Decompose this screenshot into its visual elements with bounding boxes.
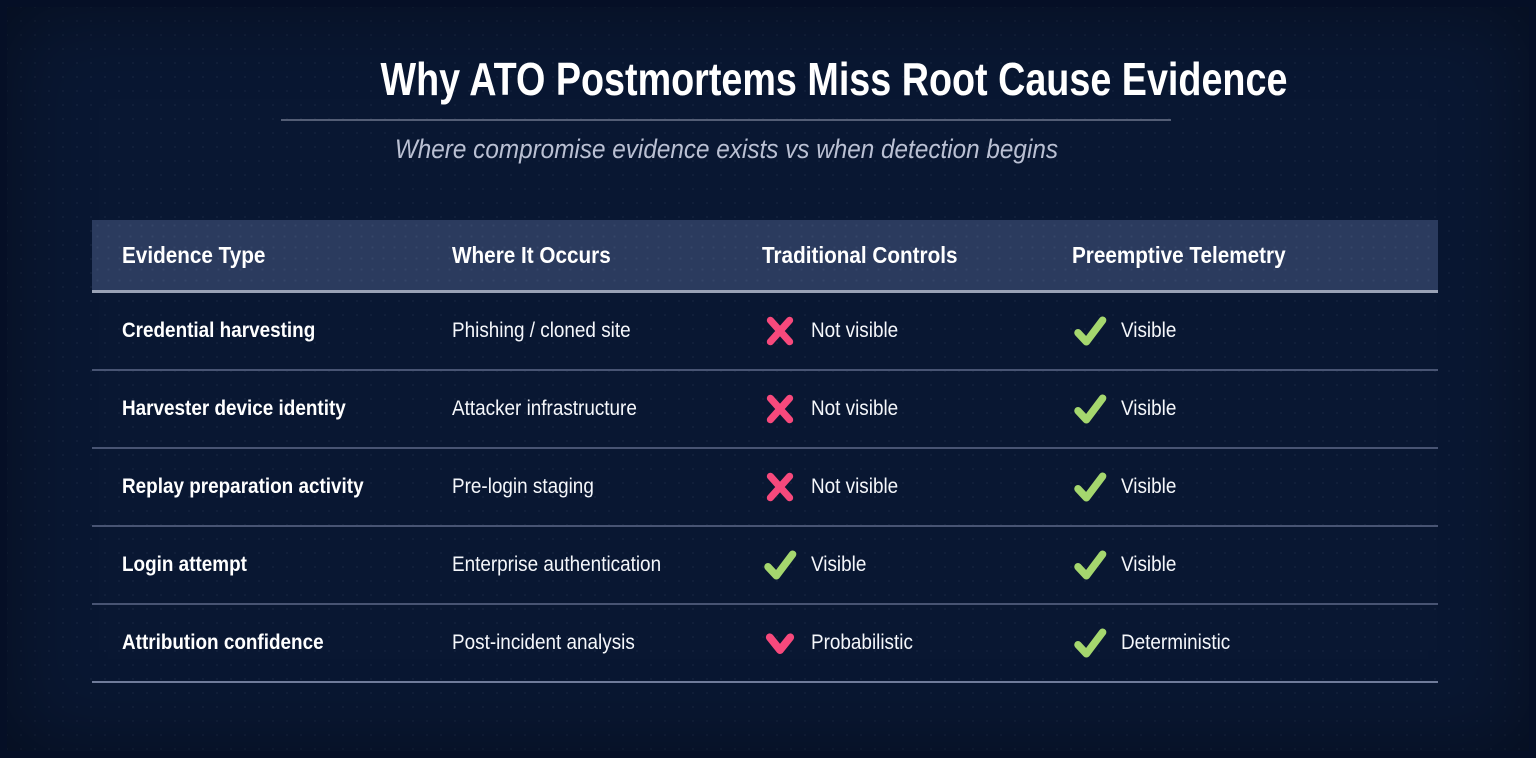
traditional-controls-cell: Probabilistic bbox=[732, 625, 1042, 661]
where-it-occurs-cell: Pre-login staging bbox=[452, 475, 594, 498]
status-label: Visible bbox=[1121, 475, 1177, 498]
status-label: Visible bbox=[811, 553, 867, 576]
status-label: Visible bbox=[1121, 397, 1177, 420]
table-row: Attribution confidence Post-incident ana… bbox=[92, 605, 1438, 683]
evidence-type-cell: Attribution confidence bbox=[122, 631, 324, 654]
where-it-occurs-cell: Enterprise authentication bbox=[452, 553, 662, 576]
preemptive-telemetry-cell: Visible bbox=[1042, 469, 1438, 505]
title-divider bbox=[281, 119, 1171, 121]
table-row: Login attempt Enterprise authentication … bbox=[92, 527, 1438, 605]
status-label: Deterministic bbox=[1121, 631, 1231, 654]
chevron-down-icon bbox=[762, 625, 798, 661]
column-header-where-it-occurs: Where It Occurs bbox=[452, 241, 611, 268]
page-subtitle-text: Where compromise evidence exists vs when… bbox=[394, 134, 1058, 164]
evidence-type-cell: Credential harvesting bbox=[122, 319, 316, 342]
status-label: Visible bbox=[1121, 553, 1177, 576]
traditional-controls-cell: Not visible bbox=[732, 391, 1042, 427]
check-icon bbox=[1072, 547, 1108, 583]
table-row: Harvester device identity Attacker infra… bbox=[92, 371, 1438, 449]
x-icon bbox=[762, 469, 798, 505]
page-title-text: Why ATO Postmortems Miss Root Cause Evid… bbox=[380, 53, 1288, 105]
preemptive-telemetry-cell: Deterministic bbox=[1042, 625, 1438, 661]
preemptive-telemetry-cell: Visible bbox=[1042, 547, 1438, 583]
check-icon bbox=[1072, 469, 1108, 505]
where-it-occurs-cell: Phishing / cloned site bbox=[452, 319, 631, 342]
where-it-occurs-cell: Post-incident analysis bbox=[452, 631, 635, 654]
status-label: Visible bbox=[1121, 319, 1177, 342]
page-subtitle: Where compromise evidence exists vs when… bbox=[281, 134, 1171, 165]
column-header-preemptive-telemetry: Preemptive Telemetry bbox=[1072, 241, 1286, 268]
status-label: Not visible bbox=[811, 397, 899, 420]
where-it-occurs-cell: Attacker infrastructure bbox=[452, 397, 637, 420]
x-icon bbox=[762, 313, 798, 349]
table-row: Credential harvesting Phishing / cloned … bbox=[92, 293, 1438, 371]
check-icon bbox=[1072, 625, 1108, 661]
status-label: Not visible bbox=[811, 319, 899, 342]
check-icon bbox=[1072, 391, 1108, 427]
check-icon bbox=[1072, 313, 1108, 349]
traditional-controls-cell: Not visible bbox=[732, 313, 1042, 349]
column-header-evidence-type: Evidence Type bbox=[122, 241, 266, 268]
x-icon bbox=[762, 391, 798, 427]
evidence-type-cell: Harvester device identity bbox=[122, 397, 346, 420]
title-block: Why ATO Postmortems Miss Root Cause Evid… bbox=[281, 52, 1288, 165]
evidence-type-cell: Replay preparation activity bbox=[122, 475, 364, 498]
preemptive-telemetry-cell: Visible bbox=[1042, 391, 1438, 427]
preemptive-telemetry-cell: Visible bbox=[1042, 313, 1438, 349]
status-label: Probabilistic bbox=[811, 631, 913, 654]
traditional-controls-cell: Visible bbox=[732, 547, 1042, 583]
traditional-controls-cell: Not visible bbox=[732, 469, 1042, 505]
status-label: Not visible bbox=[811, 475, 899, 498]
column-header-traditional-controls: Traditional Controls bbox=[762, 241, 958, 268]
check-icon bbox=[762, 547, 798, 583]
table-header-row: Evidence Type Where It Occurs Traditiona… bbox=[92, 220, 1438, 293]
evidence-type-cell: Login attempt bbox=[122, 553, 247, 576]
page-title: Why ATO Postmortems Miss Root Cause Evid… bbox=[281, 52, 1288, 106]
evidence-table: Evidence Type Where It Occurs Traditiona… bbox=[92, 220, 1438, 683]
table-row: Replay preparation activity Pre-login st… bbox=[92, 449, 1438, 527]
